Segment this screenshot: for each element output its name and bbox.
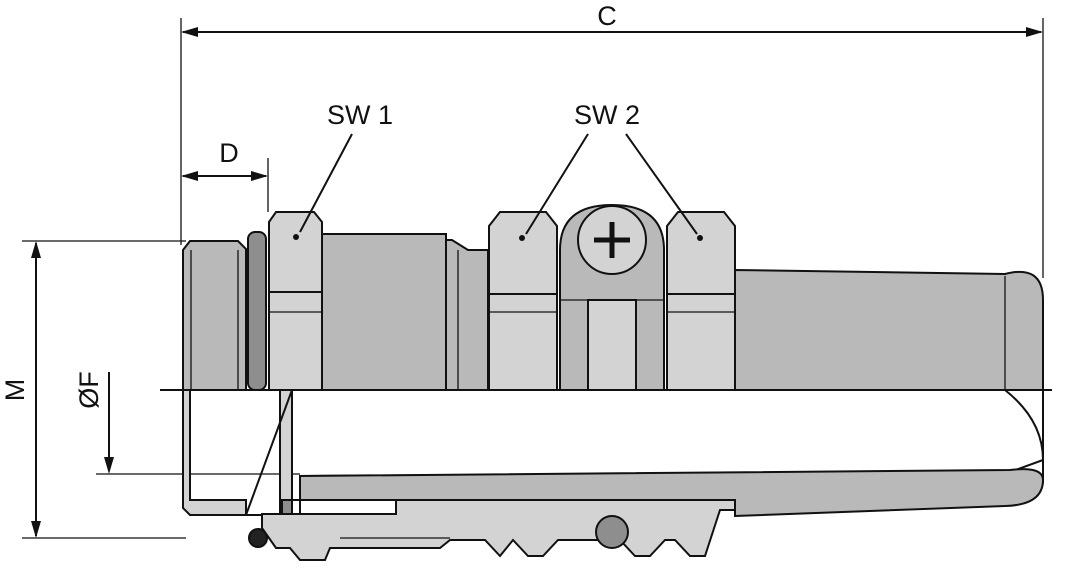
size-labels: SW 1 SW 2 bbox=[299, 100, 698, 235]
dimension-d: D bbox=[181, 138, 269, 212]
label-c: C bbox=[597, 1, 617, 31]
label-m: M bbox=[0, 379, 30, 402]
gland-exterior bbox=[182, 203, 1044, 391]
label-f: ØF bbox=[74, 371, 104, 409]
dimension-f: ØF bbox=[74, 371, 300, 475]
label-sw2: SW 2 bbox=[574, 100, 640, 130]
gland-section bbox=[182, 389, 1045, 561]
label-d: D bbox=[219, 138, 239, 168]
label-sw1: SW 1 bbox=[327, 100, 393, 130]
dimension-m: M bbox=[0, 240, 186, 539]
dimension-c: C bbox=[180, 1, 1044, 278]
